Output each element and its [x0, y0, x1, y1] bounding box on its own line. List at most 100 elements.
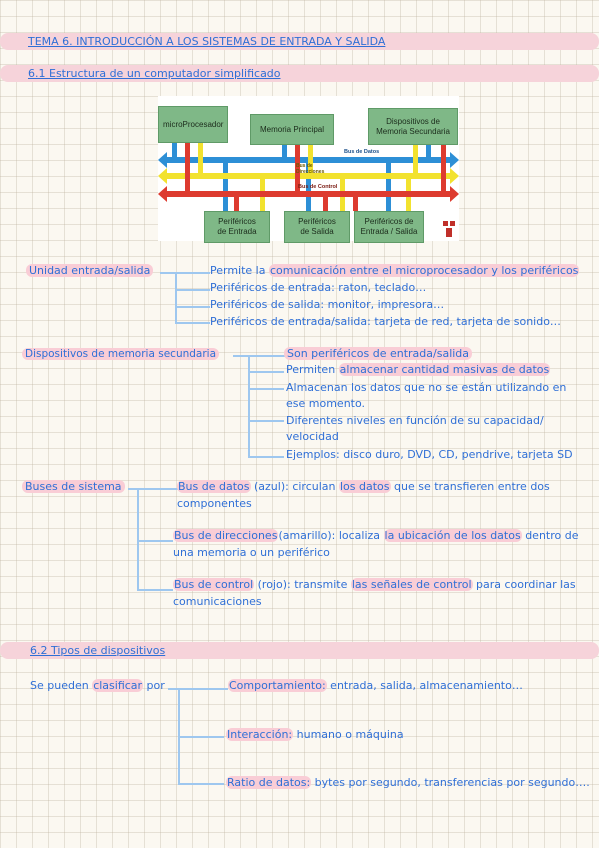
tipos-bullet-1: Comportamiento: entrada, salida, almacen… — [228, 678, 523, 694]
input-peripherals-label-1: Periféricos — [218, 217, 256, 226]
memoria-tick-2 — [248, 371, 284, 373]
tipos-bullet-2: Interacción: humano o máquina — [226, 727, 404, 743]
microprocessor-box: microProcesador — [158, 106, 228, 143]
bus-control-rest: para coordinar las — [472, 578, 576, 591]
tipos-bullet-3: Ratio de datos: bytes por segundo, trans… — [226, 775, 590, 791]
unidad-tick-2 — [175, 289, 210, 291]
output-peripherals-label-1: Periféricos — [298, 217, 336, 226]
bus-datos-line-1: Bus de datos (azul): circulan los datos … — [177, 479, 550, 495]
section2-heading: 6.2 Tipos de dispositivos — [30, 644, 166, 657]
memoria-tick-5 — [248, 456, 284, 458]
bus-control-paren: (rojo): — [254, 578, 295, 591]
tipos-intro-pre: Se pueden — [30, 679, 93, 692]
memoria-bullet-3-line-1: Almacenan los datos que no se están util… — [286, 381, 567, 394]
unidad-connector-h — [160, 272, 210, 274]
logo-icon — [443, 221, 455, 237]
buses-label-text: Buses de sistema — [22, 480, 125, 493]
unidad-bullet-2: Periféricos de entrada: raton, teclado… — [210, 281, 427, 294]
memoria-connector-h — [233, 355, 285, 357]
memoria-bullet-4-line-2: velocidad — [286, 430, 339, 443]
bus-direcciones-highlight: Bus de direcciones — [173, 529, 279, 542]
control-bus-label: Bus de Control — [298, 184, 338, 190]
data-bus-label: Bus de Datos — [344, 149, 380, 155]
bus-direcciones-mid: localiza — [338, 529, 384, 542]
bus-datos-line-2: componentes — [177, 497, 252, 510]
tipos-bullet-2-highlight: Interacción: — [226, 728, 294, 741]
memoria-bullet-1-text: Son periféricos de entrada/salida — [284, 347, 473, 360]
memoria-bullet-1: Son periféricos de entrada/salida — [284, 346, 473, 362]
unidad-label: Unidad entrada/salida — [26, 263, 154, 279]
output-peripherals-label-2: de Salida — [300, 227, 334, 236]
section1-band — [0, 65, 599, 82]
input-peripherals-label-2: de Entrada — [217, 227, 257, 236]
memoria-bullet-3-line-2: ese momento. — [286, 397, 366, 410]
tipos-bullet-1-highlight: Comportamiento: — [228, 679, 327, 692]
bus-direcciones-line-2: una memoria o un periférico — [173, 546, 330, 559]
unidad-connector-v — [175, 272, 177, 324]
buses-connector-h — [128, 488, 178, 490]
tipos-bullet-3-highlight: Ratio de datos: — [226, 776, 312, 789]
main-memory-label: Memoria Principal — [259, 124, 325, 134]
computer-structure-diagram: microProcesador Memoria Principal Dispos… — [158, 96, 459, 243]
tipos-intro-highlight: clasificar — [92, 679, 144, 692]
section1-heading: 6.1 Estructura de un computador simplifi… — [28, 67, 281, 80]
memoria-label-text: Dispositivos de memoria secundaria — [22, 348, 220, 360]
unidad-bullet-4: Periféricos de entrada/salida: tarjeta d… — [210, 315, 561, 328]
unidad-bullet-1: Permite la comunicación entre el micropr… — [210, 263, 580, 279]
address-bus-label: Bus de Direcciones — [296, 163, 324, 175]
unidad-tick-3 — [175, 306, 210, 308]
buses-connector-v — [137, 488, 139, 591]
secondary-memory-box: Dispositivos de Memoria Secundaria — [368, 108, 458, 145]
bus-diagram-svg — [158, 143, 459, 237]
tipos-intro-post: por — [143, 679, 165, 692]
buses-tick-3 — [137, 589, 173, 591]
unidad-bullet-3: Periféricos de salida: monitor, impresor… — [210, 298, 445, 311]
bus-control-highlight-2: las señales de control — [350, 578, 473, 591]
tipos-bullet-1-rest: entrada, salida, almacenamiento… — [326, 679, 523, 692]
bus-datos-mid: circulan — [292, 480, 339, 493]
memoria-bullet-5: Ejemplos: disco duro, DVD, CD, pendrive,… — [286, 448, 573, 461]
bus-direcciones-line-1: Bus de direcciones(amarillo): localiza l… — [173, 528, 579, 544]
secondary-memory-label-2: Memoria Secundaria — [376, 126, 450, 136]
bus-datos-paren: (azul): — [250, 480, 293, 493]
cpu-label: microProcesador — [163, 119, 224, 129]
memoria-label: Dispositivos de memoria secundaria — [22, 346, 220, 362]
output-peripherals-box: Periféricos de Salida — [284, 211, 350, 243]
main-memory-box: Memoria Principal — [250, 114, 334, 145]
memoria-bullet-2-highlight: almacenar cantidad masivas de datos — [338, 363, 551, 376]
bus-direcciones-rest: dentro de — [521, 529, 579, 542]
bus-control-mid: transmite — [294, 578, 351, 591]
bus-datos-highlight: Bus de datos — [177, 480, 251, 493]
buses-label: Buses de sistema — [22, 479, 125, 495]
io-peripherals-label-1: Periféricos de — [364, 217, 414, 226]
bus-direcciones-paren: (amarillo): — [278, 529, 339, 542]
bus-datos-rest: que se transfieren entre dos — [390, 480, 550, 493]
input-peripherals-box: Periféricos de Entrada — [204, 211, 270, 243]
unidad-label-text: Unidad entrada/salida — [26, 264, 154, 277]
memoria-bullet-4-line-1: Diferentes niveles en función de su capa… — [286, 414, 544, 427]
bus-direcciones-highlight-2: la ubicación de los datos — [383, 529, 522, 542]
memoria-connector-v — [248, 355, 250, 458]
title-band — [0, 33, 599, 50]
address-bus-label-2: Direcciones — [296, 169, 325, 175]
memoria-bullet-2-pre: Permiten — [286, 363, 339, 376]
unidad-bullet-1-pre: Permite la — [210, 264, 269, 277]
bus-control-line-1: Bus de control (rojo): transmite las señ… — [173, 577, 576, 593]
tipos-tick-3 — [178, 783, 224, 785]
section2-band — [0, 642, 599, 659]
control-bus-arrows — [158, 143, 459, 211]
memoria-bullet-2: Permiten almacenar cantidad masivas de d… — [286, 362, 551, 378]
buses-tick-2 — [137, 540, 173, 542]
bus-control-highlight: Bus de control — [173, 578, 255, 591]
memoria-tick-3 — [248, 388, 284, 390]
address-bus-label-1: Bus de — [296, 163, 313, 169]
bus-datos-highlight-2: los datos — [339, 480, 391, 493]
io-peripherals-label-2: Entrada / Salida — [360, 227, 418, 236]
unidad-bullet-1-highlight: comunicación entre el microprocesador y … — [268, 264, 580, 277]
bus-control-line-2: comunicaciones — [173, 595, 262, 608]
tipos-bullet-3-rest: bytes por segundo, transferencias por se… — [311, 776, 590, 789]
tipos-intro: Se pueden clasificar por — [30, 678, 165, 694]
page-title: TEMA 6. INTRODUCCIÓN A LOS SISTEMAS DE E… — [28, 35, 386, 48]
tipos-bullet-2-rest: humano o máquina — [293, 728, 404, 741]
tipos-connector-h — [168, 688, 228, 690]
